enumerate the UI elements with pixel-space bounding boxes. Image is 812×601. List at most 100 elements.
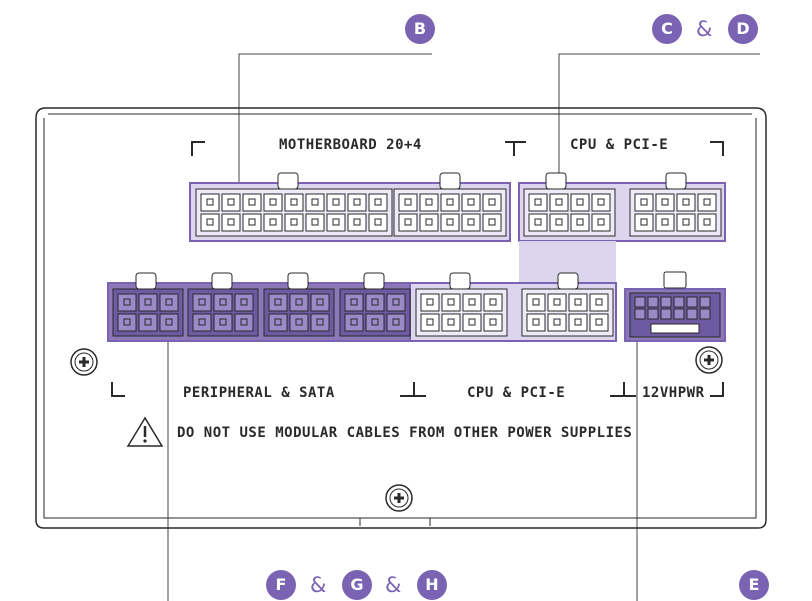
- motherboard-4pin-connector-pin-hole: [488, 218, 496, 226]
- cpu-pcie-connector-d-pin-hole: [682, 198, 690, 206]
- cpu-pcie-connector-d-pin: [676, 213, 696, 232]
- peripheral-connector-3-pin-hole: [295, 298, 303, 306]
- peripheral-connector-3-pin-hole: [274, 298, 282, 306]
- motherboard-4pin-connector-pin: [398, 213, 418, 232]
- motherboard-20pin-connector-pin: [368, 213, 388, 232]
- peripheral-connector-1-pin-hole: [144, 298, 152, 306]
- motherboard-20pin-connector-pin-hole: [227, 218, 235, 226]
- motherboard-4pin-connector-pin-hole: [446, 198, 454, 206]
- leader-line-b: [238, 53, 432, 184]
- peripheral-connector-2-latch: [211, 272, 233, 290]
- peripheral-connector-1-pin: [117, 313, 137, 332]
- cpu-pcie-connector-d-pin-hole: [703, 218, 711, 226]
- motherboard-4pin-connector-pin: [398, 193, 418, 212]
- motherboard-20pin-connector-pin: [200, 213, 220, 232]
- cpu-pcie-connector-f-pin-hole: [489, 318, 497, 326]
- peripheral-connector-3-pin-hole: [295, 318, 303, 326]
- motherboard-4pin-connector-pin: [440, 193, 460, 212]
- 12vhpwr-pin: [660, 296, 672, 308]
- motherboard-4pin-connector-pin-hole: [446, 218, 454, 226]
- peripheral-connector-2-pin-hole: [240, 318, 248, 326]
- ampersand: &: [696, 17, 713, 41]
- cpu-pcie-connector-g-pin-hole: [553, 318, 561, 326]
- peripheral-connector-4-pin-hole: [371, 318, 379, 326]
- motherboard-20pin-connector-pin-hole: [227, 198, 235, 206]
- cpu-pcie-connector-c-pin-hole: [555, 198, 563, 206]
- peripheral-connector-1-pin-hole: [123, 298, 131, 306]
- section-brackets: [111, 141, 724, 397]
- cpu-pcie-connector-f-pin-hole: [426, 318, 434, 326]
- peripheral-connector-4-pin: [386, 293, 406, 312]
- peripheral-connector-1-pin: [159, 313, 179, 332]
- motherboard-20pin-connector-pin-hole: [290, 218, 298, 226]
- motherboard-20pin-connector-pin-hole: [290, 198, 298, 206]
- 12vhpwr-sense-pins: [650, 323, 700, 334]
- ampersand: &: [385, 573, 402, 597]
- cpu-pcie-connector-g-pin: [568, 313, 588, 332]
- motherboard-20pin-connector-pin-hole: [206, 198, 214, 206]
- leader-lines: [167, 53, 760, 601]
- cpu-pcie-connector-f-pin: [420, 313, 440, 332]
- peripheral-connector-1-pin-hole: [165, 318, 173, 326]
- motherboard-20pin-connector-pin-hole: [206, 218, 214, 226]
- cpu-pcie-connector-c-pin: [549, 213, 569, 232]
- peripheral-connector-4-pin-hole: [350, 298, 358, 306]
- cpu-pcie-connector-g-latch: [557, 272, 579, 290]
- cpu-pcie-connector-g-pin: [526, 293, 546, 312]
- peripheral-connector-2-pin: [213, 313, 233, 332]
- ampersand: &: [310, 573, 327, 597]
- peripheral-connector-2-pin: [213, 293, 233, 312]
- cpu-pcie-connector-c-pin-hole: [534, 198, 542, 206]
- peripheral-connector-4-latch: [363, 272, 385, 290]
- motherboard-4pin-connector-pin: [461, 213, 481, 232]
- peripheral-connector-1-pin: [159, 293, 179, 312]
- cpu-pcie-connector-f-pin-hole: [426, 298, 434, 306]
- motherboard-20pin-connector-pin: [242, 193, 262, 212]
- motherboard-20pin-connector-pin-hole: [248, 218, 256, 226]
- motherboard-20pin-connector-pin: [326, 193, 346, 212]
- 12vhpwr-pin: [660, 308, 672, 320]
- peripheral-connector-1-pin: [138, 293, 158, 312]
- peripheral-connector-3-pin-hole: [274, 318, 282, 326]
- motherboard-20pin-connector-pin-hole: [332, 218, 340, 226]
- cpu-pcie-connector-d-pin-hole: [682, 218, 690, 226]
- 12vhpwr-pin: [686, 296, 698, 308]
- motherboard-4pin-connector-pin: [482, 213, 502, 232]
- peripheral-connector-3-pin: [310, 293, 330, 312]
- cpu-pcie-connector-c-pin: [549, 193, 569, 212]
- psu-outline: [35, 107, 767, 529]
- motherboard-20pin-connector-pin: [368, 193, 388, 212]
- cpu-pcie-connector-c-pin-hole: [534, 218, 542, 226]
- cpu-pcie-connector-g-pin-hole: [532, 318, 540, 326]
- motherboard-20pin-connector-pin: [347, 213, 367, 232]
- cpu-pcie-connector-c-pin: [570, 193, 590, 212]
- cpu-pcie-connector-g-pin: [526, 313, 546, 332]
- peripheral-connector-2-pin-hole: [219, 298, 227, 306]
- peripheral-connector-3-pin: [268, 293, 288, 312]
- cpu-pcie-connector-f-pin: [483, 313, 503, 332]
- badge-b: B: [405, 14, 435, 44]
- cpu-pcie-connector-f-pin-hole: [468, 318, 476, 326]
- cpu-pcie-connector-c-pin-hole: [597, 198, 605, 206]
- cpu-pcie-connector-d-pin: [634, 193, 654, 212]
- cpu-pcie-connector-g-pin: [547, 293, 567, 312]
- badge-h: H: [417, 570, 447, 600]
- badge-c: C: [652, 14, 682, 44]
- peripheral-connector-4-pin-hole: [392, 318, 400, 326]
- peripheral-connector-3-pin: [289, 313, 309, 332]
- cpu-pcie-connector-d-pin-hole: [703, 198, 711, 206]
- warning-text: DO NOT USE MODULAR CABLES FROM OTHER POW…: [177, 425, 633, 441]
- motherboard-20pin-connector-pin: [305, 213, 325, 232]
- motherboard-4pin-connector-pin-hole: [488, 198, 496, 206]
- motherboard-20pin-connector-pin: [305, 193, 325, 212]
- motherboard-20pin-connector-latch: [277, 172, 299, 190]
- cpu-pcie-connector-d-pin: [676, 193, 696, 212]
- cpu-pcie-connector-g-pin-hole: [532, 298, 540, 306]
- motherboard-4pin-connector-pin-hole: [467, 218, 475, 226]
- cpu-pcie-bottom-label: CPU & PCI-E: [467, 385, 566, 401]
- peripheral-connector-2-pin-hole: [198, 318, 206, 326]
- motherboard-label: MOTHERBOARD 20+4: [279, 137, 422, 153]
- peripheral-connector-1-pin-hole: [123, 318, 131, 326]
